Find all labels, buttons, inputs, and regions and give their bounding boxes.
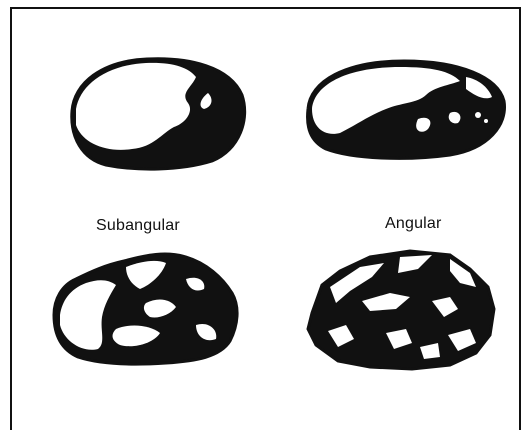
grain-bottom-right <box>300 243 500 373</box>
grain-top-left <box>62 53 252 173</box>
label-subangular: Subangular <box>96 217 180 235</box>
grain-bottom-left <box>46 245 244 367</box>
grain-top-right <box>300 55 510 163</box>
label-angular: Angular <box>385 215 442 233</box>
figure-frame: Subangular Angular <box>10 7 521 430</box>
